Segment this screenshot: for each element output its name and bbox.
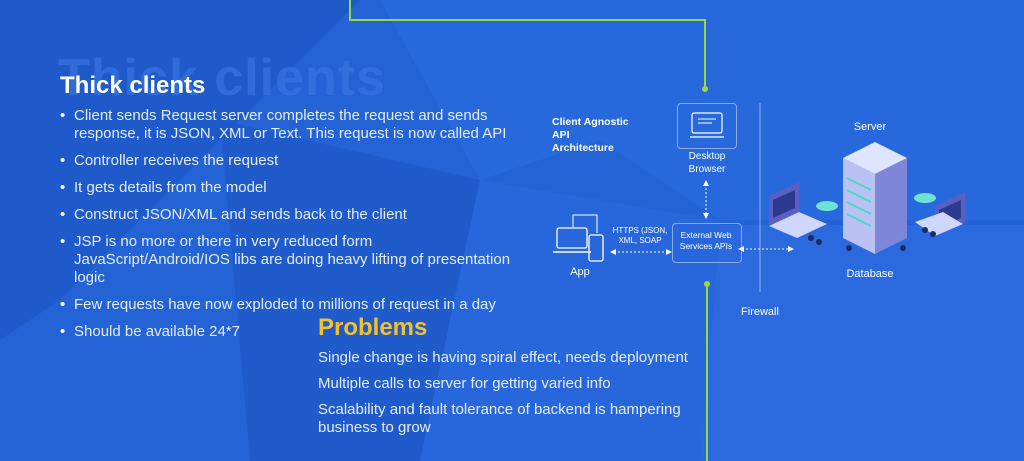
list-item: Single change is having spiral effect, n… [318, 349, 688, 366]
server-right [875, 158, 907, 254]
desktop-browser-box [677, 103, 737, 149]
database-disk [816, 201, 838, 211]
connector-dot-bottom [704, 281, 710, 287]
title-watermark: Thick clients [58, 49, 386, 107]
list-item: Controller receives the request [60, 152, 520, 170]
database-label: Database [846, 268, 894, 280]
list-item: Construct JSON/XML and sends back to the… [60, 206, 520, 224]
server-illustration [769, 142, 965, 254]
app-label: App [570, 266, 590, 278]
laptop-phone-icon [553, 214, 604, 262]
external-services-label: External Web Services APIs [679, 230, 733, 251]
server-left [843, 158, 875, 254]
connector-dot-top [702, 86, 708, 92]
desktop-browser-label: Desktop Browser [688, 151, 726, 175]
list-item: Scalability and fault tolerance of backe… [318, 401, 681, 436]
list-item: Client sends Request server completes th… [60, 107, 520, 143]
https-label: HTTPS (JSON, XML, SOAP [612, 226, 668, 245]
page-title: Thick clients [60, 72, 206, 99]
thick-clients-list: Client sends Request server completes th… [60, 107, 520, 350]
list-item: Should be available 24*7 [60, 323, 520, 341]
problems-list: Single change is having spiral effect, n… [318, 349, 718, 445]
connector-line-top [349, 0, 706, 88]
problems-heading: Problems [318, 314, 428, 341]
list-item: Multiple calls to server for getting var… [318, 375, 611, 392]
list-item: JSP is no more or there in very reduced … [60, 233, 520, 287]
external-services-box [672, 223, 742, 263]
list-item: Few requests have now exploded to millio… [60, 296, 520, 314]
server-label: Server [853, 121, 887, 133]
monitor-icon [690, 112, 724, 138]
firewall-label: Firewall [741, 306, 779, 318]
list-item: It gets details from the model [60, 179, 520, 197]
client-architecture-label: Client Agnostic API Architecture [552, 116, 629, 154]
